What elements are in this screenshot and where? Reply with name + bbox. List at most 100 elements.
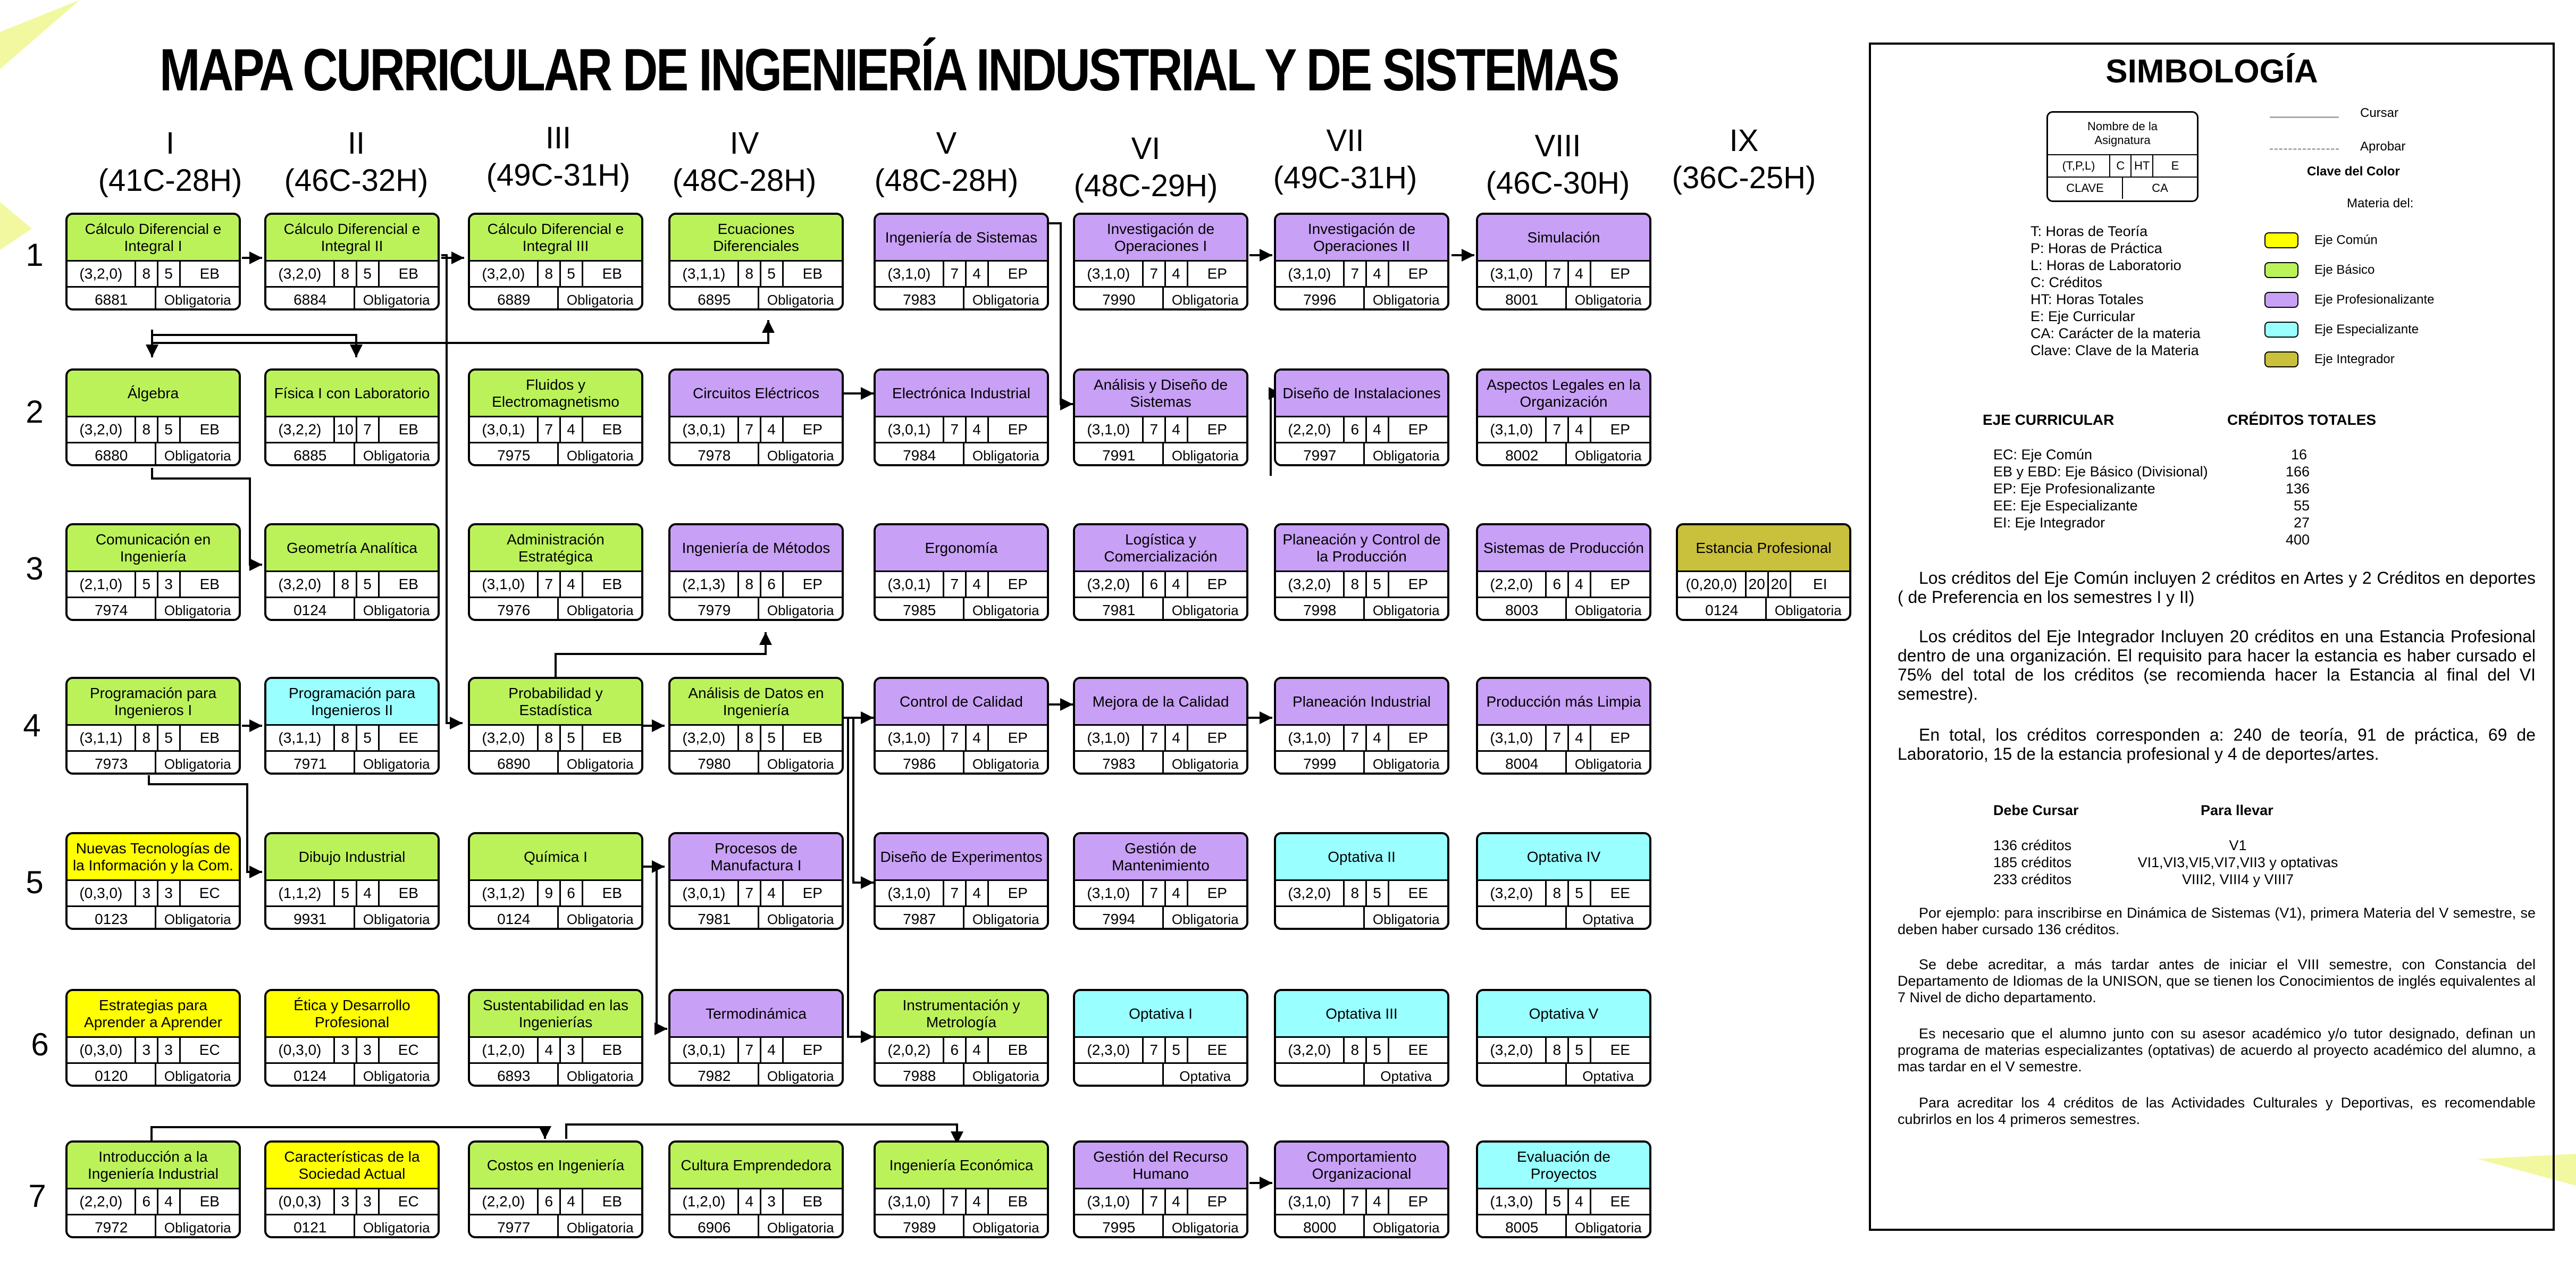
legend-label: Eje Integrador [2314, 352, 2395, 366]
course-axis: EB [199, 729, 220, 746]
semester-header-4: IV(48C-28H) [672, 126, 817, 198]
course-axis: EP [1008, 265, 1028, 282]
course-tpl: (2,2,0) [68, 1189, 136, 1214]
course-tpl: (3,2,0) [470, 262, 539, 286]
course-credits: 7 [1547, 262, 1569, 286]
course-tpl: (3,0,1) [876, 417, 944, 442]
course-name: Introducción a la Ingeniería Industrial [68, 1143, 239, 1189]
course-name: Electrónica Industrial [876, 371, 1047, 417]
course-tpl: (3,0,1) [670, 881, 739, 905]
course-clave: 8003 [1478, 598, 1567, 619]
clave-color-label: Clave del Color [2307, 164, 2400, 179]
course-clave: 0120 [68, 1064, 157, 1085]
course-caracter: Obligatoria [767, 447, 834, 464]
course-name: Costos en Ingeniería [470, 1143, 641, 1189]
course-clave: 7998 [1276, 598, 1365, 619]
course-name: Estrategias para Aprender a Aprender [68, 991, 239, 1038]
course-total-hours: 3 [158, 572, 181, 597]
credits-eje [1993, 531, 2286, 548]
credits-row: 400 [1993, 531, 2310, 548]
course-name: Ecuaciones Diferenciales [670, 215, 842, 262]
legend-swatch [2264, 322, 2298, 338]
req-credits: 185 créditos [1993, 854, 2072, 870]
course-clave: 7981 [1075, 598, 1164, 619]
course-clave: 7991 [1075, 443, 1164, 464]
symbology-title: SIMBOLOGÍA [2105, 53, 2318, 90]
course-caracter: Obligatoria [767, 1068, 834, 1084]
course-card: Características de la Sociedad Actual(0,… [264, 1140, 440, 1238]
legend-label: Eje Común [2314, 233, 2378, 247]
course-axis: EP [802, 576, 823, 592]
symbology-panel: SIMBOLOGÍA Nombre de la Asignatura (T,P,… [1869, 43, 2555, 1231]
row-label-6: 6 [31, 1027, 49, 1062]
course-total-hours: 4 [158, 1189, 181, 1214]
course-caracter: Obligatoria [1372, 1219, 1440, 1236]
course-caracter: Obligatoria [1774, 602, 1842, 618]
course-key-row: Obligatoria [1276, 907, 1447, 928]
course-total-hours: 4 [967, 1189, 989, 1214]
course-total-hours: 4 [1166, 572, 1188, 597]
course-axis: EP [1408, 1193, 1428, 1210]
course-clave [1075, 1064, 1164, 1085]
course-credits: 7 [1144, 881, 1166, 905]
course-caracter: Obligatoria [363, 602, 430, 618]
course-total-hours: 4 [561, 572, 583, 597]
course-tpl: (2,1,0) [68, 572, 136, 597]
key-e: E [2171, 159, 2179, 172]
course-tpl: (0,0,3) [266, 1189, 335, 1214]
course-tpl: (3,0,1) [470, 417, 539, 442]
course-name: Ingeniería Económica [876, 1143, 1047, 1189]
course-axis: EC [199, 885, 220, 901]
course-clave: 8001 [1478, 288, 1567, 308]
course-caracter: Obligatoria [363, 447, 430, 464]
course-total-hours: 5 [1367, 572, 1389, 597]
course-tpl: (3,2,0) [1276, 1038, 1345, 1062]
course-tpl: (1,2,0) [470, 1038, 539, 1062]
course-total-hours: 5 [1166, 1038, 1188, 1062]
course-credits: 8 [739, 262, 761, 286]
color-legend: Eje Común Eje Básico Eje Profesionalizan… [2264, 225, 2434, 374]
course-clave: 6880 [68, 443, 157, 464]
credits-eje: EI: Eje Integrador [1993, 515, 2105, 531]
semester-header-3: III(49C-31H) [486, 121, 631, 192]
course-tpl: (3,1,0) [1276, 726, 1345, 750]
course-name: Evaluación de Proyectos [1478, 1143, 1649, 1189]
course-clave: 7983 [1075, 752, 1164, 773]
abbreviations-list: T: Horas de Teoría P: Horas de Práctica … [2030, 223, 2201, 359]
course-credits: 7 [1345, 262, 1367, 286]
course-axis: EI [1813, 576, 1827, 592]
course-total-hours: 5 [357, 726, 380, 750]
key-tpl: (T,P,L) [2048, 155, 2111, 177]
course-axis: EB [602, 421, 622, 438]
course-axis: EP [1207, 576, 1227, 592]
